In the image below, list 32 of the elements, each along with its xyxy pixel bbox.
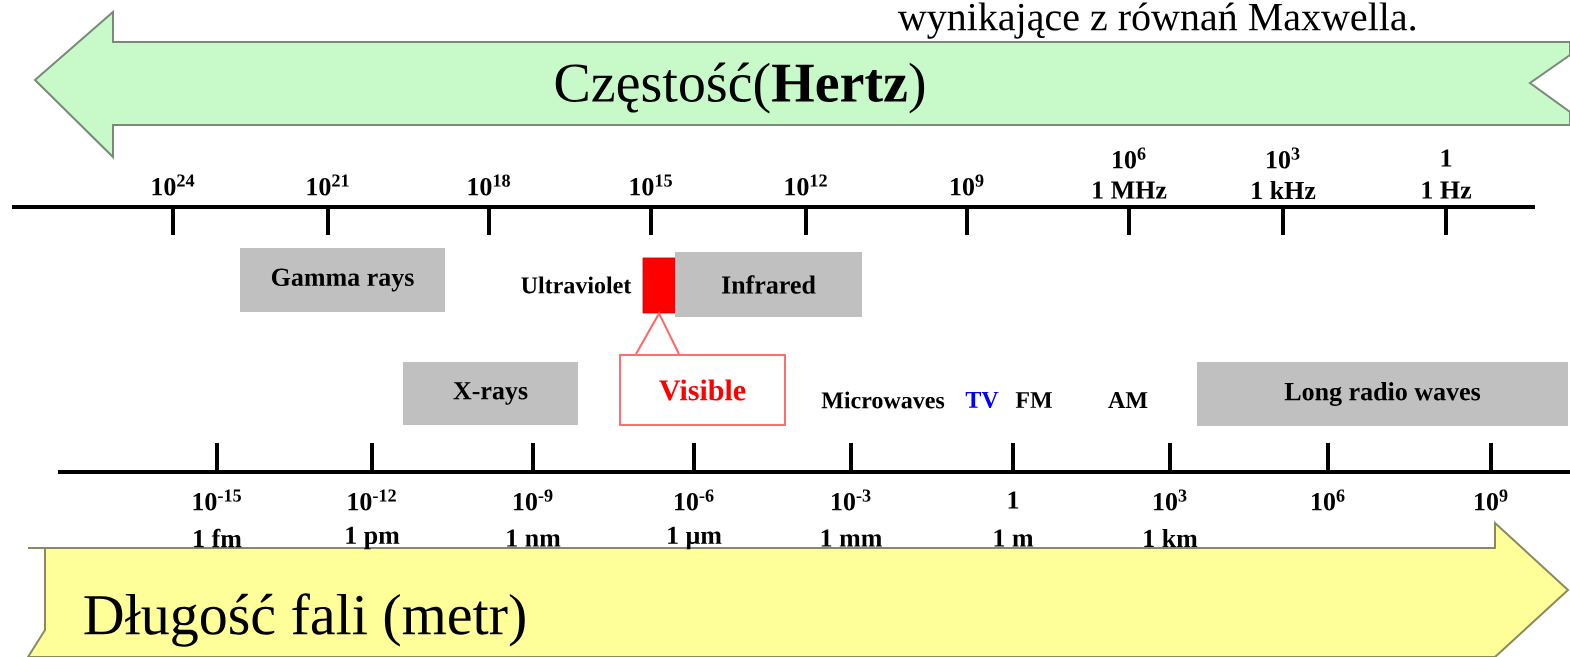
band-label: Ultraviolet: [521, 276, 632, 294]
spectrum-box: Gamma rays: [240, 248, 445, 312]
tick-label: 10$^{18}$: [468, 174, 510, 196]
unit-label: 1 km: [1144, 529, 1198, 547]
tick-label: 10$^{-9}$: [514, 489, 553, 511]
band-label: AM: [1108, 392, 1148, 408]
spectrum-bar: [642, 257, 676, 314]
band-label: TV: [965, 391, 999, 409]
tick-label: 10$^{9}$: [1475, 489, 1508, 511]
tick-label: 1 kHz: [1252, 181, 1316, 199]
tick-label: 10$^{6}$: [1312, 489, 1345, 511]
tick-label: 10$^{3}$: [1154, 489, 1187, 511]
unit-label: 1 fm: [194, 528, 242, 548]
tick-label: 10$^{24}$: [152, 174, 195, 196]
band-label: Microwaves: [821, 391, 945, 409]
tick-label: 10$^{-12}$: [348, 489, 396, 511]
tick-label: 1 MHz: [1093, 181, 1167, 199]
spectrum-box: X-rays: [403, 362, 578, 425]
spectrum-box: Infrared: [675, 252, 862, 317]
unit-label: 1 m: [994, 529, 1034, 547]
unit-label: 1 pm: [346, 526, 400, 550]
band-label: FM: [1015, 392, 1052, 408]
tick-label: 10$^{21}$: [307, 174, 349, 196]
tick-label: 1 Hz: [1422, 181, 1472, 199]
callout-pointer: [635, 311, 680, 355]
tick-label: 10$^{15}$: [630, 174, 672, 196]
unit-label: 1 μm: [668, 526, 722, 550]
unit-label: 1 mm: [821, 529, 882, 547]
spectrum-box: Long radio waves: [1197, 362, 1568, 426]
tick-label: 10$^{12}$: [785, 174, 827, 196]
unit-label: 1 nm: [507, 529, 561, 547]
tick-label: 10$^{-6}$: [675, 489, 714, 511]
